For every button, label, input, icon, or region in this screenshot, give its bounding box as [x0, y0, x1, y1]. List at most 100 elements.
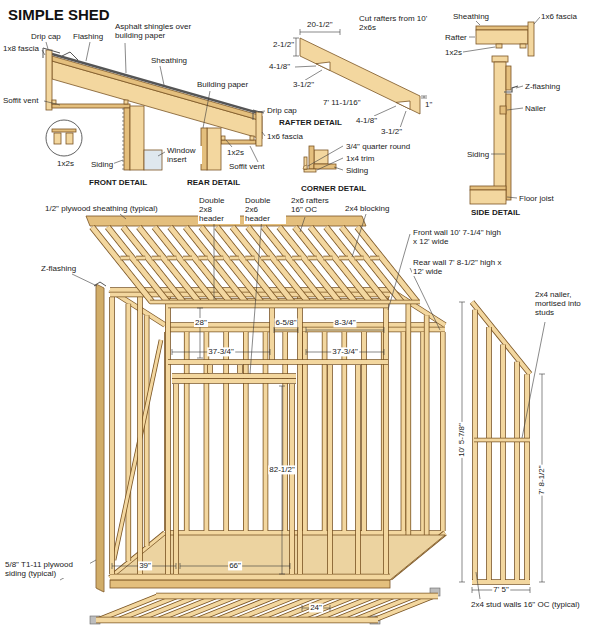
nailer-strip — [221, 136, 225, 140]
leader-line — [400, 111, 406, 128]
framing-edge — [232, 227, 292, 302]
part-label: Siding — [345, 166, 369, 175]
leader-line — [295, 66, 316, 67]
framing-member — [214, 257, 223, 260]
framing-member — [356, 365, 360, 574]
framing-member — [425, 315, 429, 546]
framing-edge — [167, 256, 176, 261]
dimension-label: 24" — [309, 603, 323, 612]
nailer — [500, 106, 506, 114]
framing-edge — [152, 256, 161, 261]
floor-joist — [470, 190, 506, 204]
framing-member — [441, 332, 445, 531]
part-label: 2x6 rafters 16" OC — [290, 196, 340, 214]
part-label: 1x8 fascia — [2, 44, 40, 53]
framing-member — [145, 315, 149, 546]
part-label: Siding — [90, 160, 114, 169]
framing-edge — [486, 327, 492, 580]
part-label: Sheathing — [150, 56, 188, 65]
detail-inset — [46, 120, 82, 156]
framing-member — [295, 227, 355, 302]
dimension-tick — [539, 582, 545, 583]
framing-member — [168, 360, 388, 364]
floor-deck — [470, 186, 506, 190]
framing-edge — [472, 579, 530, 585]
framing-edge — [342, 227, 402, 302]
framing-member — [170, 227, 230, 302]
leader-line — [522, 322, 545, 438]
leader-line — [374, 106, 396, 116]
part-label: Siding — [466, 150, 490, 159]
framing-edge — [524, 374, 530, 580]
leader-line — [469, 37, 475, 38]
framing-edge — [472, 310, 478, 580]
dimension-label: 66" — [228, 561, 242, 570]
dimension-tick — [306, 349, 307, 355]
fascia — [46, 50, 52, 110]
leader-line — [308, 146, 343, 166]
framing-member — [472, 580, 530, 584]
framing-edge — [355, 365, 361, 574]
framing-member — [199, 257, 208, 260]
framing-member — [238, 365, 242, 373]
framing-edge — [108, 227, 168, 302]
framing-member — [328, 365, 332, 574]
framing-edge — [110, 574, 390, 581]
dimension-tick — [293, 56, 299, 57]
part-label: Double 2x6 header — [244, 196, 286, 224]
framing-edge — [289, 384, 295, 574]
framing-edge — [150, 300, 420, 305]
part-label: 3/4" quarter round — [345, 142, 411, 151]
shed-framing — [60, 214, 545, 624]
siding-groove — [100, 287, 101, 591]
framing-edge — [261, 256, 270, 261]
part-label: Building paper — [196, 80, 249, 89]
part-label: Floor joist — [518, 194, 555, 203]
framing-edge — [474, 438, 530, 443]
part-label: 1x2s — [226, 148, 245, 157]
framing-edge — [165, 297, 171, 574]
part-label: 2x4 blocking — [344, 204, 390, 213]
part-label: 2x4 stud walls 16" OC (typical) — [470, 600, 598, 609]
framing-edge — [201, 227, 261, 302]
framing-member — [261, 257, 270, 260]
framing-member — [126, 304, 130, 561]
part-label: Soffit vent — [228, 162, 265, 171]
nailer-strip — [496, 44, 502, 48]
leader-line — [334, 167, 343, 170]
dimension-tick — [421, 98, 427, 99]
part-label: 1x4 trim — [345, 154, 375, 163]
dimension-label: 37-3/4" — [331, 347, 359, 356]
dimension-label: 8-3/4" — [333, 318, 356, 327]
part-label: Rafter — [444, 33, 468, 42]
framing-member — [172, 374, 296, 378]
floor-deck — [110, 535, 445, 580]
leader-line — [352, 214, 366, 257]
part-label: Rear wall 7' 8-1/2" high x 12' wide — [412, 258, 506, 276]
dimension-label: 4-1/8" — [355, 116, 378, 125]
framing-edge — [500, 344, 506, 580]
dimension-tick — [180, 563, 181, 569]
birdsmouth-cut — [316, 62, 330, 71]
dimension-label: 7' 11-1/16" — [322, 98, 362, 107]
dimension-tick — [539, 374, 545, 375]
leader-line — [262, 132, 265, 136]
siding-panel — [96, 284, 104, 592]
framing-member — [292, 257, 301, 260]
framing-member — [208, 365, 212, 373]
nailer-strip — [250, 136, 254, 140]
nailer-strip — [66, 133, 73, 144]
corner-post — [314, 150, 328, 164]
framing-member — [186, 227, 246, 302]
framing-edge — [264, 227, 324, 302]
framing-member — [201, 227, 261, 302]
leader-line — [250, 216, 262, 374]
framing-edge — [514, 362, 520, 580]
dimension-tick — [274, 327, 275, 333]
framing-edge — [126, 304, 132, 561]
framing-edge — [279, 227, 339, 302]
leader-line — [72, 274, 97, 286]
framing-edge — [237, 365, 243, 373]
dimension-line — [282, 386, 283, 574]
